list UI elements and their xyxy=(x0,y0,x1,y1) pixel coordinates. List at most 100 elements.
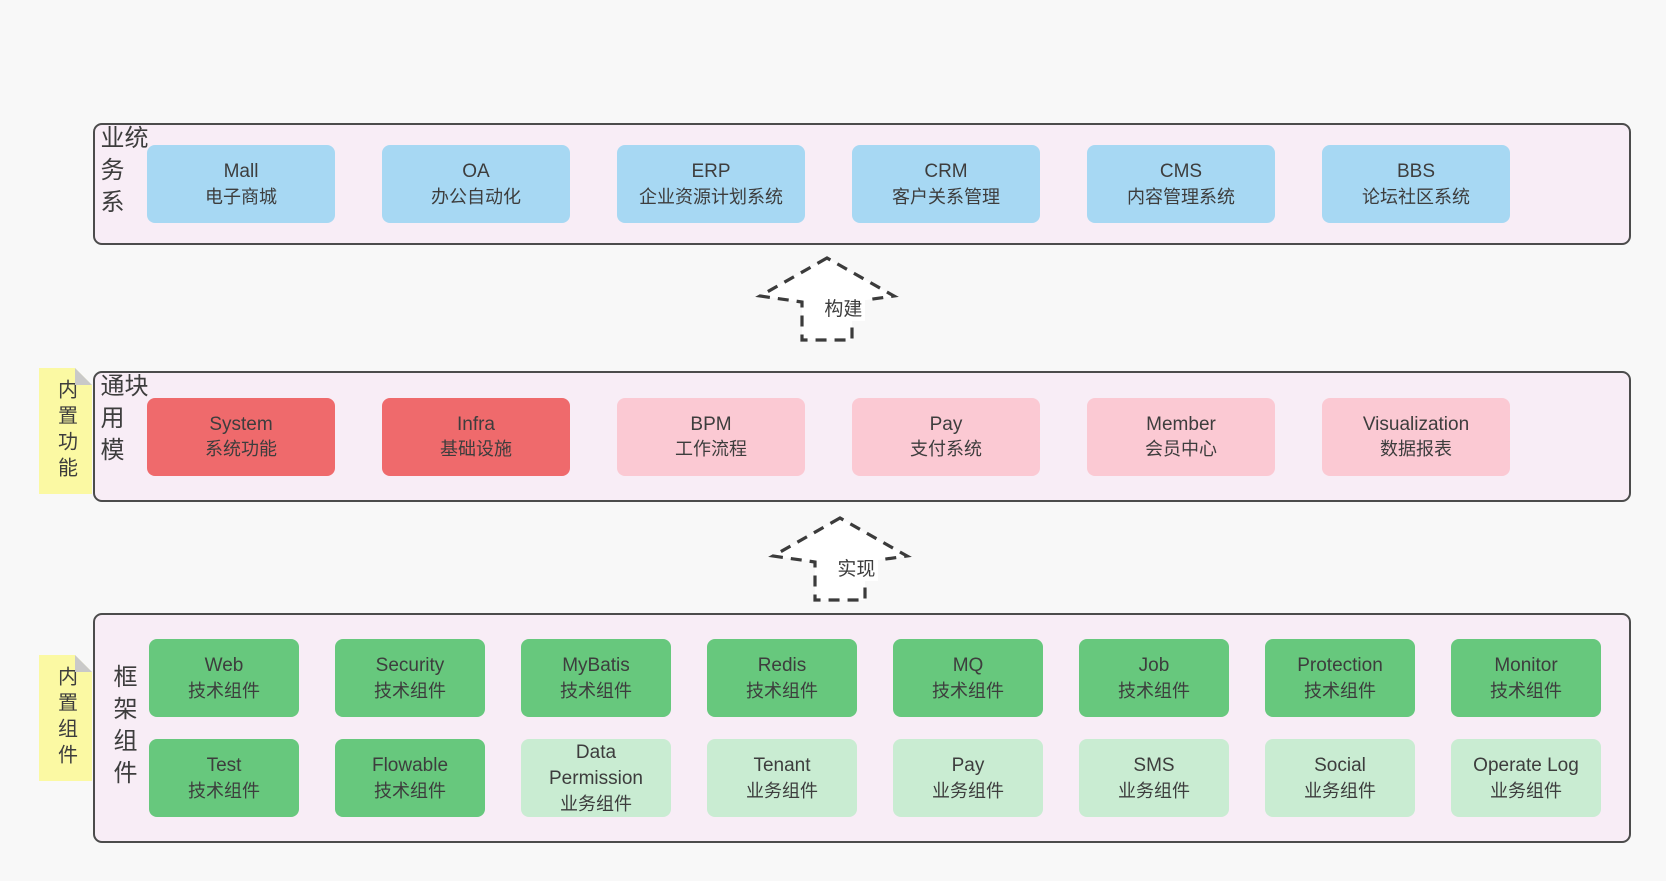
sticky-note-built-in-components: 内置组件 xyxy=(39,655,92,781)
module-box-title: ERP xyxy=(691,161,731,183)
section-title-common-modules: 通用模块 xyxy=(96,373,147,469)
module-box-subtitle: 办公自动化 xyxy=(431,186,521,207)
implement-arrow-label: 实现 xyxy=(834,553,879,581)
module-box-test: Test 技术组件 xyxy=(149,739,299,817)
module-box-subtitle: 会员中心 xyxy=(1145,439,1217,460)
module-box-visualization: Visualization 数据报表 xyxy=(1322,397,1510,476)
module-box-subtitle: 工作流程 xyxy=(675,439,747,460)
module-box-title: OA xyxy=(462,161,490,183)
module-box-pay: Pay 支付系统 xyxy=(852,397,1040,476)
module-box-title: Data Permission xyxy=(549,742,643,789)
module-box-monitor: Monitor 技术组件 xyxy=(1451,639,1601,717)
module-box-subtitle: 技术组件 xyxy=(1304,680,1376,701)
module-box-title: MyBatis xyxy=(562,655,630,677)
module-box-security: Security 技术组件 xyxy=(335,639,485,717)
module-box-crm: CRM 客户关系管理 xyxy=(852,145,1040,223)
module-box-subtitle: 业务组件 xyxy=(560,793,632,814)
module-box-title: CRM xyxy=(924,161,968,183)
module-box-subtitle: 内容管理系统 xyxy=(1127,186,1235,207)
module-box-subtitle: 技术组件 xyxy=(560,680,632,701)
module-box-flowable: Flowable 技术组件 xyxy=(335,739,485,817)
module-box-mall: Mall 电子商城 xyxy=(147,145,335,223)
module-box-title: Mall xyxy=(223,161,259,183)
module-box-title: Redis xyxy=(757,655,807,677)
section-title-business-systems: 业务系统 xyxy=(96,125,147,221)
module-box-redis: Redis 技术组件 xyxy=(707,639,857,717)
module-box-oa: OA 办公自动化 xyxy=(382,145,570,223)
module-box-subtitle: 论坛社区系统 xyxy=(1362,186,1470,207)
business-systems-box-row: Mall 电子商城 OA 办公自动化 ERP 企业资源计划系统 CRM 客户关系管理 CMS 内容… xyxy=(147,125,1629,243)
module-box-title: Test xyxy=(206,755,242,777)
module-box-title: Visualization xyxy=(1362,413,1470,435)
module-box-infra: Infra 基础设施 xyxy=(382,397,570,476)
module-box-title: Member xyxy=(1146,413,1216,435)
module-box-subtitle: 技术组件 xyxy=(1490,680,1562,701)
module-box-subtitle: 业务组件 xyxy=(1118,780,1190,801)
build-arrow: 构建 xyxy=(755,256,899,342)
module-box-bpm: BPM 工作流程 xyxy=(617,397,805,476)
module-box-subtitle: 基础设施 xyxy=(440,439,512,460)
module-box-tenant: Tenant 业务组件 xyxy=(707,739,857,817)
module-box-subtitle: 技术组件 xyxy=(188,780,260,801)
sticky-note-text: 内置功能 xyxy=(54,379,77,483)
module-box-subtitle: 技术组件 xyxy=(374,680,446,701)
module-box-title: Tenant xyxy=(753,755,811,777)
module-box-subtitle: 业务组件 xyxy=(932,780,1004,801)
module-box-mybatis: MyBatis 技术组件 xyxy=(521,639,671,717)
module-box-title: Pay xyxy=(929,413,963,435)
section-label-column: 框架组件 xyxy=(95,615,149,841)
module-box-title: Social xyxy=(1314,755,1366,777)
module-box-subtitle: 业务组件 xyxy=(1490,780,1562,801)
module-box-title: System xyxy=(209,413,273,435)
module-box-title: Protection xyxy=(1297,655,1383,677)
module-box-subtitle: 技术组件 xyxy=(1118,680,1190,701)
module-box-data-permission: Data Permission 业务组件 xyxy=(521,739,671,817)
module-box-title: Flowable xyxy=(371,755,449,777)
module-box-title: Security xyxy=(375,655,445,677)
module-box-subtitle: 系统功能 xyxy=(205,439,277,460)
build-arrow-label: 构建 xyxy=(821,293,866,321)
module-box-title: CMS xyxy=(1159,161,1203,183)
module-box-subtitle: 业务组件 xyxy=(746,780,818,801)
module-box-title: Operate Log xyxy=(1473,755,1579,777)
module-box-subtitle: 支付系统 xyxy=(910,439,982,460)
module-box-social: Social 业务组件 xyxy=(1265,739,1415,817)
module-box-pay: Pay 业务组件 xyxy=(893,739,1043,817)
module-box-subtitle: 数据报表 xyxy=(1380,439,1452,460)
module-box-operate-log: Operate Log 业务组件 xyxy=(1451,739,1601,817)
module-box-title: Monitor xyxy=(1494,655,1558,677)
module-box-subtitle: 技术组件 xyxy=(746,680,818,701)
module-box-title: BPM xyxy=(690,413,732,435)
module-box-sms: SMS 业务组件 xyxy=(1079,739,1229,817)
module-box-title: Pay xyxy=(951,755,985,777)
module-box-erp: ERP 企业资源计划系统 xyxy=(617,145,805,223)
section-label-column: 业务系统 xyxy=(95,125,147,243)
module-box-title: MQ xyxy=(952,655,984,677)
module-box-mq: MQ 技术组件 xyxy=(893,639,1043,717)
module-box-subtitle: 技术组件 xyxy=(188,680,260,701)
module-box-member: Member 会员中心 xyxy=(1087,397,1275,476)
module-box-subtitle: 业务组件 xyxy=(1304,780,1376,801)
module-box-subtitle: 技术组件 xyxy=(374,780,446,801)
module-box-title: BBS xyxy=(1396,161,1436,183)
sticky-note-built-in-functions: 内置功能 xyxy=(39,368,92,494)
module-box-bbs: BBS 论坛社区系统 xyxy=(1322,145,1510,223)
common-modules-box-row: System 系统功能 Infra 基础设施 BPM 工作流程 Pay 支付系统 Member 会… xyxy=(147,373,1629,500)
module-box-subtitle: 电子商城 xyxy=(205,186,277,207)
implement-arrow: 实现 xyxy=(768,516,912,602)
section-title-framework-components: 框架组件 xyxy=(109,664,136,792)
module-box-subtitle: 客户关系管理 xyxy=(892,186,1000,207)
module-box-protection: Protection 技术组件 xyxy=(1265,639,1415,717)
module-box-subtitle: 企业资源计划系统 xyxy=(639,186,783,207)
module-box-subtitle: 技术组件 xyxy=(932,680,1004,701)
module-box-title: Infra xyxy=(456,413,496,435)
sticky-note-text: 内置组件 xyxy=(54,666,77,770)
module-box-title: SMS xyxy=(1133,755,1175,777)
